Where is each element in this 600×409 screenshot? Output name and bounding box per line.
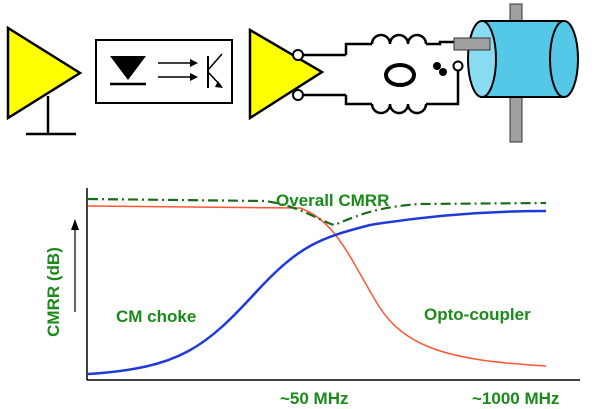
right-amplifier-triangle bbox=[248, 27, 325, 121]
motor-terminal bbox=[452, 60, 464, 72]
wiring bbox=[303, 40, 488, 106]
common-mode-choke-icon bbox=[370, 33, 447, 115]
y-axis-label: CMRR (dB) bbox=[44, 247, 63, 337]
output-terminal-bottom bbox=[292, 89, 304, 101]
opto-coupler-label: Opto-coupler bbox=[424, 305, 531, 324]
left-amplifier-icon bbox=[6, 25, 83, 136]
x-tick-50mhz: ~50 MHz bbox=[280, 389, 349, 408]
choke-winding-bottom bbox=[370, 103, 428, 115]
cm-choke-curve bbox=[87, 209, 547, 376]
cm-choke-label: CM choke bbox=[116, 307, 196, 326]
choke-winding-top bbox=[370, 33, 428, 45]
optocoupler-symbol-icon bbox=[95, 39, 233, 104]
output-terminal-top bbox=[292, 49, 304, 61]
right-amplifier-icon bbox=[248, 27, 325, 121]
x-tick-1000mhz: ~1000 MHz bbox=[472, 389, 559, 408]
chart-axes bbox=[86, 188, 580, 381]
motor-cylinder-icon bbox=[452, 3, 579, 143]
left-amplifier-triangle bbox=[6, 25, 83, 121]
choke-core bbox=[384, 63, 416, 87]
opto-coupler-curve bbox=[87, 205, 547, 367]
y-axis-arrow bbox=[71, 219, 79, 312]
motor-shaft-horizontal bbox=[453, 37, 491, 51]
overall-cmrr-label: Overall CMRR bbox=[276, 191, 389, 210]
motor-end-face bbox=[467, 20, 497, 98]
